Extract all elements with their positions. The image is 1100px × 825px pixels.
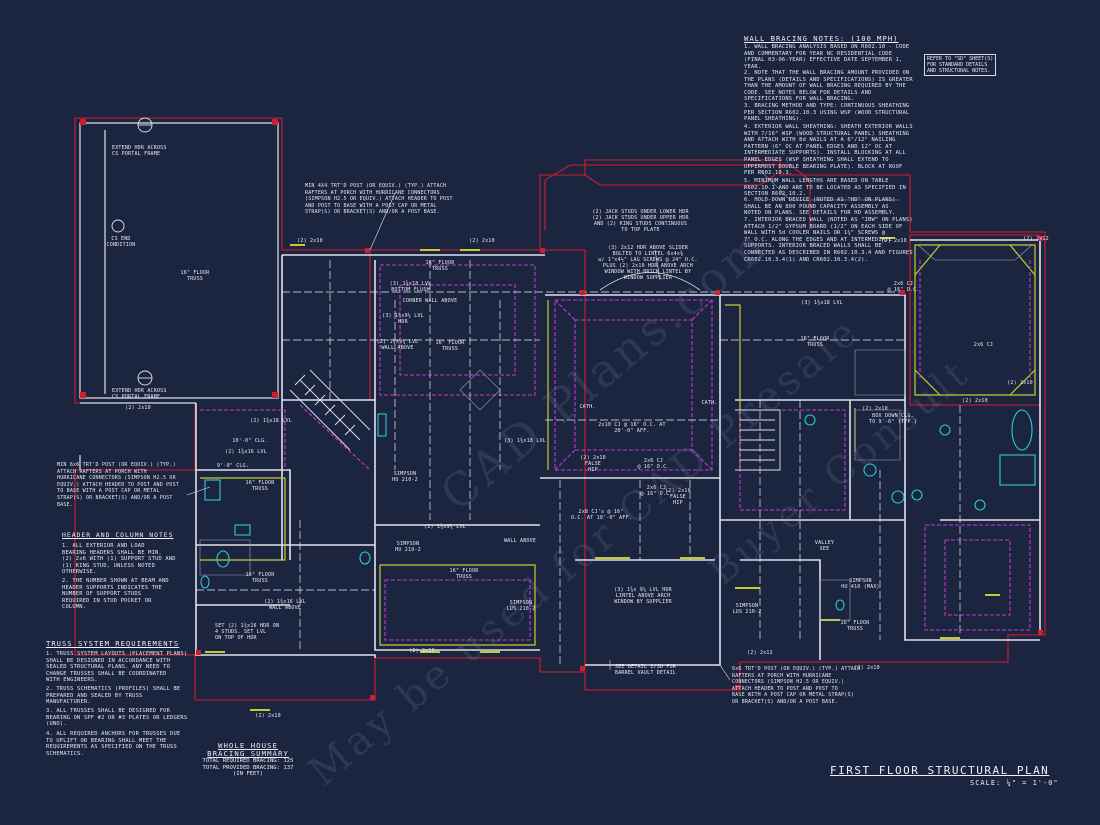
extend-header-bottom: EXTEND HDR ACROSS CS PORTAL FRAME [112,388,167,400]
wall-bracing-note-6: 6. HOLD-DOWN DEVICE (NOTED AS "HD" ON PL… [744,197,896,217]
ceiling-joist-label: 2x8 CJ's @ 16" O.C. AT 18'-0" AFF. [571,509,632,521]
stair [289,369,781,471]
ceiling-joist-label: 2x6 CJ @ 16" O.C. [887,281,920,293]
lvl-header: (2) 1¾x18 LVL [250,418,292,424]
fixtures [200,409,1036,611]
header-2-2x10: (2) 2x10 [409,648,435,654]
sheet-scale: SCALE: ¼" = 1'-0" [970,779,1059,787]
floor-truss-label: 16" FLOOR TRUSS [840,620,870,632]
header-2-2x10: (2) 2x10 [862,406,888,412]
stud-pockets [80,119,1043,700]
bracing-summary-title-2: BRACING SUMMARY [207,749,289,758]
slider-header-callout: (3) 2x12 HDR ABOVE SLIDER BOLTED TO LINT… [598,245,698,281]
window-arch [599,272,701,291]
arch-window-callout: (3) 1¾x 9¼ LVL HDR LINTEL ABOVE ARCH WIN… [614,587,672,605]
floor-truss-label: 16" FLOOR TRUSS [180,270,210,282]
header-2-2x10: (2) 2x10 [1007,380,1033,386]
box-down-callout: BOX DOWN CLG. TO 9'-6" (TYP.) [868,413,918,425]
ceiling-joist-label: 2x6 CJ [973,342,994,348]
wall-bracing-note-4: 4. EXTERIOR WALL SHEATHING: SHEATH EXTER… [744,124,913,177]
truss-system-note-2: 2. TRUSS SCHEMATICS (PROFILES) SHALL BE … [46,686,181,706]
barrel-vault-callout: SEE DETAIL 2/SD FOR BARREL VAULT DETAIL [615,664,676,676]
corner-wall-above: CORNER WALL ABOVE [402,298,458,304]
beam-outline [74,117,1046,701]
header-column-title: HEADER AND COLUMN NOTES [62,531,174,539]
bracing-provided: TOTAL PROVIDED BRACING: 137 [202,764,294,771]
wall-bracing-note-2: 2. NOTE THAT THE WALL BRACING AMOUNT PRO… [744,70,913,103]
header-2-2x10: (2) 2x10 [125,405,151,411]
section-markers [111,117,153,386]
header-2-2x12: (2) 2x12 [1023,236,1049,242]
bracing-summary-title-1: WHOLE HOUSE [218,741,278,750]
lvl-bottom-flush: (3) 1¾x18 LVL BOTTOM FLUSH [389,281,432,293]
simpson-hanger: SIMPSON HU 410 (MAX) [841,578,880,590]
sheet-title: FIRST FLOOR STRUCTURAL PLAN [830,764,1050,777]
wall-bracing-note-3: 3. BRACING METHOD AND TYPE: CONTINUOUS S… [744,103,910,123]
leader-lines [186,192,731,681]
cj-ceiling-callout: 2x10 CJ @ 16" O.C. AT 20'-0" AFF. [598,422,666,434]
header-2-2x10: (2) 2x10 [255,713,281,719]
bay-arch [544,164,811,230]
wall-bracing-note-5: 5. MINIMUM WALL LENGTHS ARE BASED ON TAB… [744,178,906,198]
lvl-header: (3) 1¾x18 LVL [801,300,843,306]
ceiling-height-label: 10'-0" CLG. [232,438,268,444]
floor-truss-label: 16" FLOOR TRUSS [245,572,275,584]
truss-system-note-1: 1. TRUSS SYSTEM LAYOUTS (PLACEMENT PLANS… [46,651,188,684]
simpson-hanger: SIMPSON LUS 210-2 [732,603,762,615]
wall-bracing-note-1: 1. WALL BRACING ANALYSIS BASED ON R602.1… [744,44,910,70]
truss-system-note-4: 4. ALL REQUIRED ANCHORS FOR TRUSSES DUE … [46,731,181,757]
porch-post-callout-right: 6x6 TRT'D POST (OR EQUIV.) (TYP.) ATTACH… [732,666,861,705]
header-column-note-1: 1. ALL EXTERIOR AND LOAD BEARING HEADERS… [62,543,176,576]
floor-truss-label: 16" FLOOR TRUSS [245,480,275,492]
floor-truss-label: 16" FLOOR TRUSS [449,568,479,580]
header-2-2x10: (2) 2x10 [297,238,323,244]
ceiling-lines [200,244,1036,646]
header-2-2x12: (2) 2x12 [747,650,773,656]
porch-post-callout-left: MIN 6x6 TRT'D POST (OR EQUIV.) (TYP.) AT… [57,462,179,508]
bracing-summary: WHOLE HOUSE BRACING SUMMARY TOTAL REQUIR… [196,742,300,778]
header-2-2x10: (2) 2x10 [881,238,907,244]
header-2-2x10: (2) 2x10 [854,665,880,671]
porch-post-callout-top: MIN 4X4 TRT'D POST (OR EQUIV.) (TYP.) AT… [305,183,453,216]
extend-header-top: EXTEND HDR ACROSS CS PORTAL FRAME [112,145,167,157]
set-header-callout: SET (2) 1¾x16 HDR ON 4 STUDS. SET LVL ON… [215,623,280,641]
ceiling-height-label: 9'-0" CLG. [216,463,250,469]
lvl-header: (2) 1¾x16 LVL [225,449,267,455]
cathedral-label: CATH. [579,404,596,410]
simpson-hanger: SIMPSON HU 210-2 [395,541,421,553]
valley-label: VALLEY SEE [814,540,835,552]
lvl-header: (2) 1¾x9¼ LVL WALL ABOVE [376,339,419,351]
header-column-note-2: 2. THE NUMBER SHOWN AT BEAM AND HEADER S… [62,578,169,611]
simpson-hanger: SIMPSON HU 210-2 [392,471,418,483]
header-2-2x10: (2) 2x10 [962,398,988,404]
floor-truss-label: 16" FLOOR TRUSS [800,336,830,348]
wall-bracing-note-7: 7. INTERIOR BRACED WALL (NOTED AS "IBW" … [744,217,913,263]
bracing-unit: (IN FEET) [232,771,264,778]
truss-system-note-3: 3. ALL TRUSSES SHALL BE DESIGNED FOR BEA… [46,708,188,728]
vault-trusses [200,260,1031,641]
floor-truss-label: 16" FLOOR TRUSS [425,260,455,272]
cathedral-label: CATH. [701,400,718,406]
ceiling-joist-label: 2x6 CJ @ 16" O.C. [640,485,673,497]
ceiling-joist-label: 2x6 CJ @ 16" O.C. [637,458,670,470]
false-hip-label: (2) 2x10 FALSE HIP [580,455,606,473]
reference-note-box: REFER TO "SD" SHEET(S) FOR STANDARD DETA… [924,54,997,76]
simpson-hanger: SIMPSON LUS 210-2 [506,600,536,612]
lvl-header: (2) 1¾x9¼ LVL [424,524,466,530]
lvl-header: (3) 1¾x9¼ LVL HDR [382,313,424,325]
cs-end-condition: CS END CONDITION [106,236,136,248]
false-hip-label: (2) 2x10 FALSE HIP [665,488,691,506]
truss-system-title: TRUSS SYSTEM REQUIREMENTS [46,639,180,648]
header-2-2x10: (2) 2x10 [469,238,495,244]
lvl-header: (3) 1¾x18 LVL [504,438,546,444]
detail-lines [199,169,1033,621]
jack-studs-callout: (2) JACK STUDS UNDER LOWER HDR (2) JACK … [592,209,689,233]
wall-above: WALL ABOVE [503,538,537,544]
bracing-required: TOTAL REQUIRED BRACING: 125 [202,758,294,764]
wall-bracing-title: WALL BRACING NOTES: (100 MPH) [744,34,899,43]
lvl-header: (2) 1¾x16 LVL WALL ABOVE [264,599,306,611]
floor-truss-label: 16" FLOOR TRUSS [435,340,465,352]
